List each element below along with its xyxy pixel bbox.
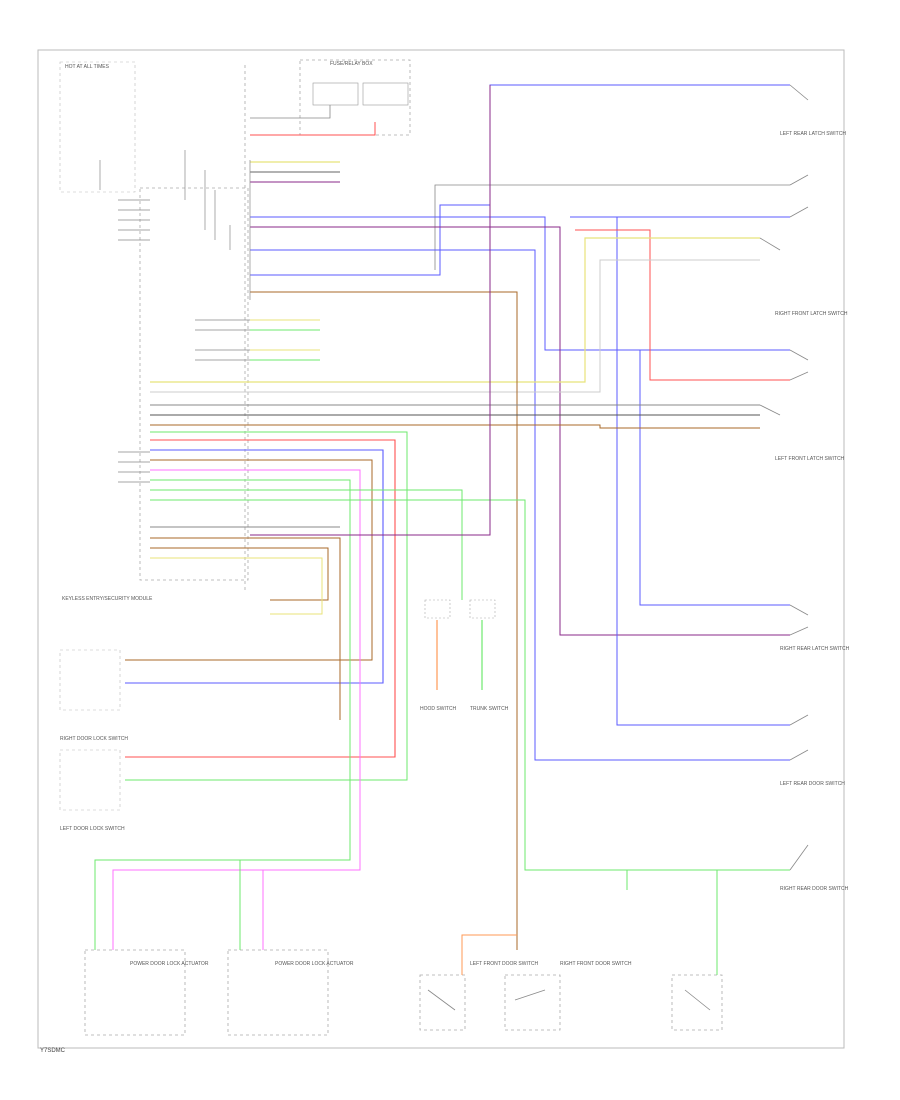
hot-at-all-times-box (59, 61, 136, 193)
left-rear-door-switch-label: LEFT REAR DOOR SWITCH (780, 781, 845, 787)
right-rear-door-switch-box (671, 974, 723, 1031)
wire-blue-top (250, 84, 790, 276)
wire-blue-down (125, 449, 384, 684)
right-door-lock-switch-box (59, 649, 121, 711)
hot-at-all-times-label: HOT AT ALL TIMES (65, 64, 110, 70)
wire-white-right (150, 259, 760, 393)
wire-brown-main (250, 291, 518, 950)
trunk-switch-label: TRUNK SWITCH (470, 706, 509, 712)
keyless-module-label: KEYLESS ENTRY/SECURITY MODULE (62, 596, 153, 602)
right-rear-door-switch-label: RIGHT REAR DOOR SWITCH (780, 886, 849, 892)
actuator-right-label: POWER DOOR LOCK ACTUATOR (275, 961, 354, 967)
wire-blue-6 (639, 350, 790, 606)
fuse-box (299, 59, 411, 136)
wire-red-1 (250, 122, 376, 136)
left-door-lock-switch-box (59, 749, 121, 811)
wire-purple-down (250, 85, 491, 536)
wire-green-down (94, 479, 351, 950)
right-front-door-switch-box (504, 974, 561, 1031)
right-rear-latch-label: RIGHT REAR LATCH SWITCH (780, 646, 850, 652)
wire-red-down (125, 439, 396, 758)
keyless-module-box (139, 187, 249, 581)
wire-gray-top (434, 184, 790, 270)
right-actuator-box (227, 949, 329, 1036)
wire-yellow-right (150, 237, 760, 383)
left-door-lock-label: LEFT DOOR LOCK SWITCH (60, 826, 125, 832)
wire-gray-1 (250, 105, 331, 119)
left-actuator-box (84, 949, 186, 1036)
wire-green-2 (150, 489, 463, 600)
wire-brown-down (125, 459, 373, 661)
wire-blue-5 (616, 217, 790, 726)
wire-orange-bottom (461, 934, 517, 975)
wire-blue-4 (250, 249, 790, 761)
wire-red-right (575, 229, 790, 381)
left-rear-latch-label: LEFT REAR LATCH SWITCH (780, 131, 846, 137)
left-front-door-switch-box (419, 974, 466, 1031)
footer-code: Y7SDMC (40, 1048, 66, 1054)
wire-green-long (125, 431, 408, 781)
diagram-frame (37, 49, 845, 1049)
right-front-latch-label: RIGHT FRONT LATCH SWITCH (775, 311, 848, 317)
left-front-door-switch-label: LEFT FRONT DOOR SWITCH (470, 961, 539, 967)
actuator-left-label: POWER DOOR LOCK ACTUATOR (130, 961, 209, 967)
hood-switch-label: HOOD SWITCH (420, 706, 456, 712)
right-front-door-switch-label: RIGHT FRONT DOOR SWITCH (560, 961, 632, 967)
wire-blue-main (250, 216, 790, 351)
fuse-box-label: FUSE/RELAY BOX (330, 61, 373, 67)
wire-pink-down (112, 469, 361, 950)
wire-blue-2 (250, 226, 790, 636)
left-front-latch-label: LEFT FRONT LATCH SWITCH (775, 456, 845, 462)
right-door-lock-label: RIGHT DOOR LOCK SWITCH (60, 736, 128, 742)
wire-green-3 (150, 499, 790, 871)
